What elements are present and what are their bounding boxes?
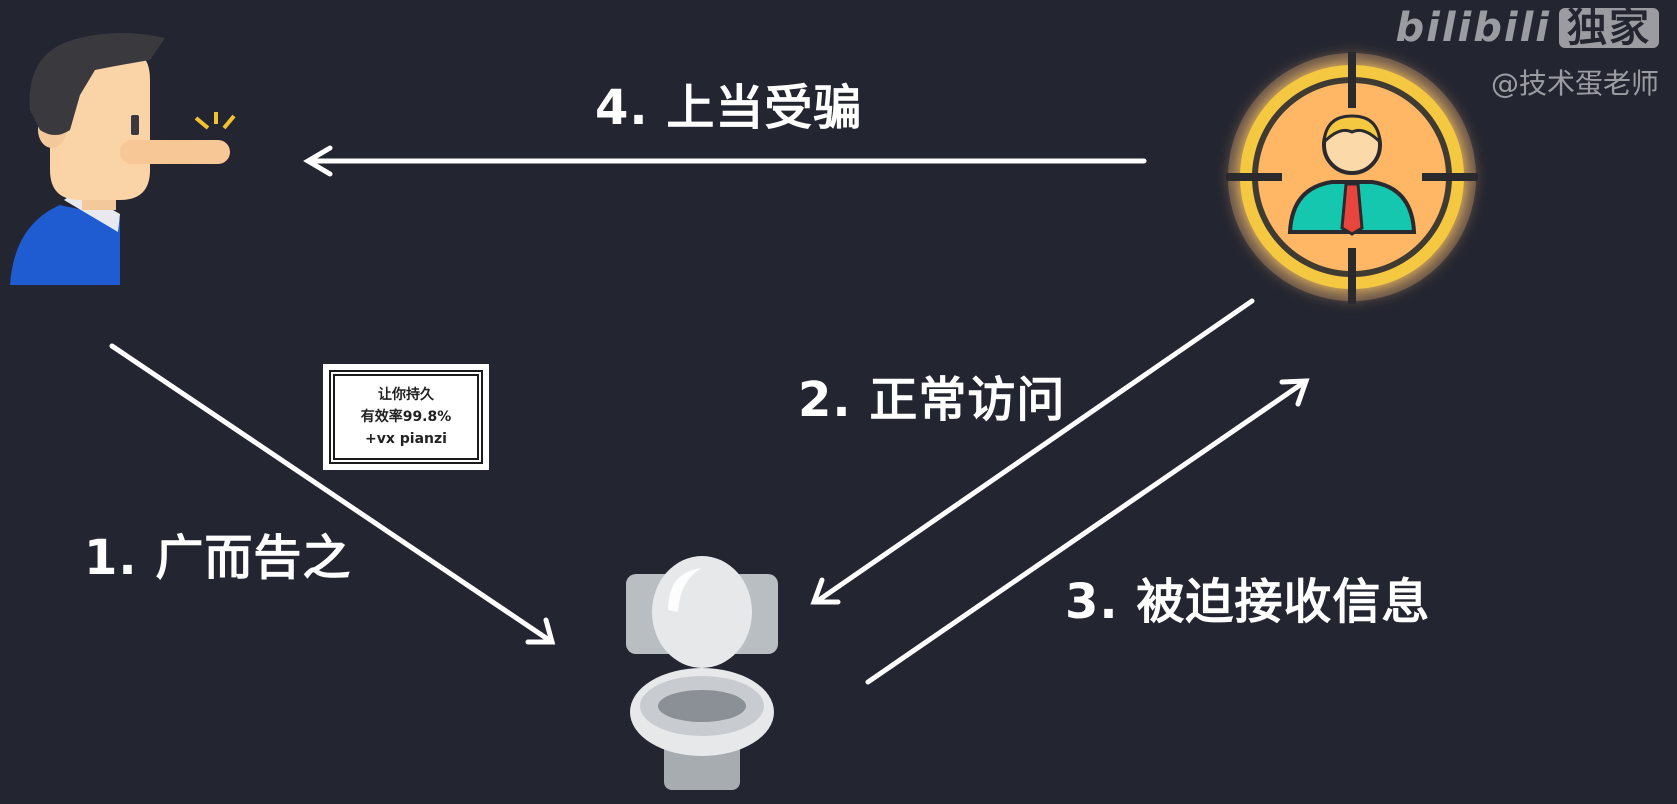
- step2-label: 2. 正常访问: [798, 372, 1066, 428]
- arrow-step2: [810, 298, 1255, 605]
- ad-card: 让你持久 有效率99.8% +vx pianzi: [323, 364, 489, 470]
- exclusive-badge: 独家: [1559, 8, 1659, 48]
- toilet-icon: [626, 556, 778, 790]
- author-credit: @技术蛋老师: [1490, 67, 1659, 100]
- ad-line-2: 有效率99.8%: [360, 409, 452, 425]
- step3-label: 3. 被迫接收信息: [1065, 574, 1431, 630]
- ad-card-frame: 让你持久 有效率99.8% +vx pianzi: [329, 370, 483, 464]
- ad-line-1: 让你持久: [378, 387, 434, 403]
- logo-text: bilibili: [1395, 5, 1551, 51]
- arrow-step4: [303, 145, 1147, 177]
- step4-label: 4. 上当受骗: [595, 80, 863, 136]
- step1-label: 1. 广而告之: [84, 530, 352, 586]
- arrow-step3: [865, 378, 1310, 685]
- liar-person-icon: [10, 33, 236, 285]
- arrow-step1: [109, 343, 556, 645]
- ad-line-3: +vx pianzi: [365, 431, 447, 447]
- target-victim-icon: [1226, 52, 1478, 304]
